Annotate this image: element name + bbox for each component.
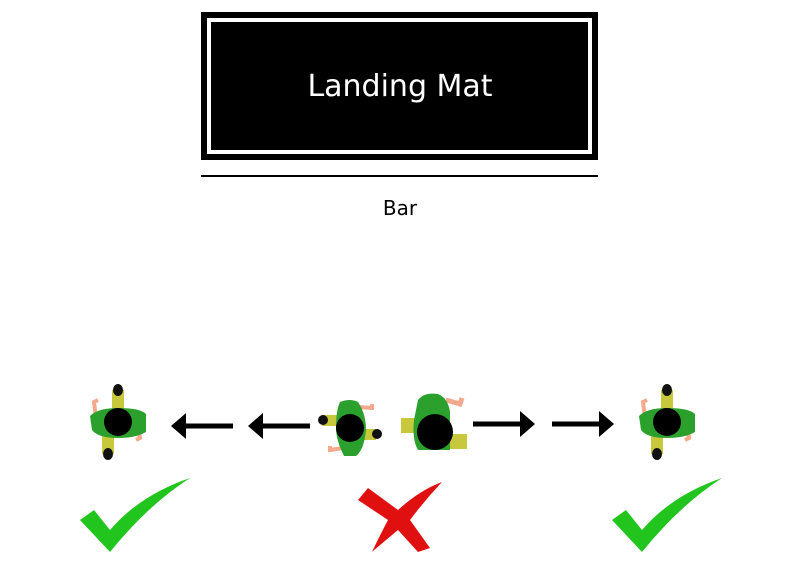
arrow-right-icon bbox=[473, 411, 535, 437]
person-top-view-icon bbox=[637, 382, 697, 462]
person-top-view-icon bbox=[88, 382, 148, 462]
bar-label: Bar bbox=[383, 196, 418, 220]
checkmark-icon bbox=[612, 478, 722, 552]
arrow-left-icon bbox=[248, 413, 310, 439]
arrow-right-icon bbox=[552, 411, 614, 437]
landing-mat: Landing Mat bbox=[201, 12, 598, 160]
mat-label: Landing Mat bbox=[307, 69, 492, 104]
arrow-left-icon bbox=[171, 413, 233, 439]
person-top-view-icon bbox=[318, 400, 382, 456]
checkmark-icon bbox=[80, 478, 190, 552]
cross-icon bbox=[358, 482, 442, 552]
person-top-view-icon bbox=[401, 393, 467, 450]
